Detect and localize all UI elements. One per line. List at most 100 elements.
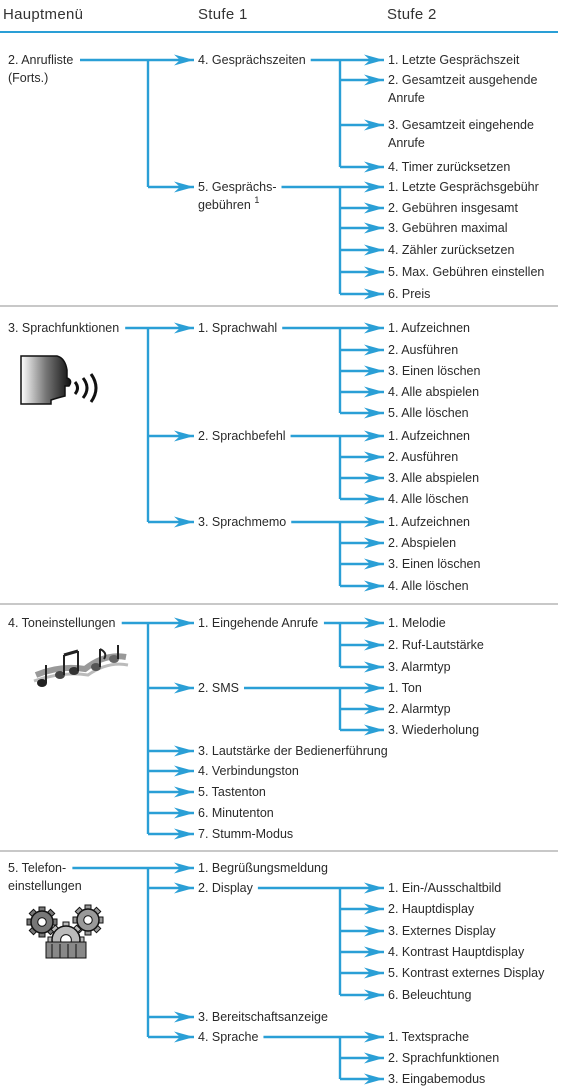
level2-item: 3. Externes Display — [388, 924, 496, 938]
column-header-level-2: Stufe 2 — [387, 6, 437, 23]
level1-item: 7. Stumm-Modus — [198, 827, 294, 841]
level2-item: 1. Aufzeichnen — [388, 429, 471, 443]
level2-item: 1. Aufzeichnen — [388, 321, 471, 335]
level2-item: 1. Aufzeichnen — [388, 515, 471, 529]
level2-item: 5. Max. Gebühren einstellen — [388, 265, 545, 279]
level2-arrow-head — [364, 430, 384, 442]
level2-item: 2. Ruf-Lautstärke — [388, 638, 484, 652]
header-rule — [0, 31, 558, 33]
level2-item: 3. Gebühren maximal — [388, 221, 508, 235]
section-separator — [0, 850, 558, 852]
level2-item: 3. Alarmtyp — [388, 660, 451, 674]
level1-item: 3. Lautstärke der Bedienerführung — [198, 744, 388, 758]
level2-arrow-head — [364, 580, 384, 592]
main-menu-item: 4. Toneinstellungen — [8, 616, 116, 630]
level2-arrow-head — [364, 493, 384, 505]
level2-arrow-head — [364, 925, 384, 937]
level2-item: 3. Einen löschen — [388, 364, 481, 378]
level2-item: 1. Textsprache — [388, 1030, 470, 1044]
footnote-marker: 1 — [254, 195, 260, 205]
level2-item: 4. Alle löschen — [388, 579, 469, 593]
level1-item: 5. Tastenton — [198, 785, 266, 799]
level2-arrow-head — [364, 451, 384, 463]
level2-arrow-head — [364, 161, 384, 173]
main-menu-item: 3. Sprachfunktionen — [8, 321, 120, 335]
level1-item: 1. Begrüßungsmeldung — [198, 861, 328, 875]
level2-arrow-head — [364, 266, 384, 278]
level2-item: 2. Ausführen — [388, 343, 459, 357]
level2-arrow-head — [364, 407, 384, 419]
level2-item: 2. Abspielen — [388, 536, 457, 550]
level2-arrow-head — [364, 617, 384, 629]
level2-item: 3. Alle abspielen — [388, 471, 480, 485]
level2-arrow-head — [364, 537, 384, 549]
level2-arrow-head — [364, 1073, 384, 1085]
main-menu-item-line-1: 2. Anrufliste — [8, 53, 74, 67]
level2-item: 4. Alle löschen — [388, 492, 469, 506]
level2-arrow-head — [364, 516, 384, 528]
level2-item: 3. Einen löschen — [388, 557, 481, 571]
level2-item: 5. Kontrast externes Display — [388, 966, 545, 980]
level1-item: 3. Bereitschaftsanzeige — [198, 1010, 328, 1024]
level1-arrow-head — [174, 745, 194, 757]
level2-item-line-2: Anrufe — [388, 136, 425, 150]
level1-arrow-head — [174, 430, 194, 442]
level1-item: 1. Sprachwahl — [198, 321, 278, 335]
level1-arrow-head — [174, 516, 194, 528]
level2-item-line-1: 3. Gesamtzeit eingehende — [388, 118, 534, 132]
level2-item: 2. Ausführen — [388, 450, 459, 464]
level2-arrow-head — [364, 558, 384, 570]
level2-item: 2. Alarmtyp — [388, 702, 451, 716]
level1-item: 4. Verbindungston — [198, 764, 299, 778]
column-header-level-1: Stufe 1 — [198, 6, 248, 23]
level2-arrow-head — [364, 703, 384, 715]
level2-arrow-head — [364, 882, 384, 894]
level2-arrow-head — [364, 639, 384, 651]
level1-arrow-head — [174, 617, 194, 629]
level1-item: 1. Eingehende Anrufe — [198, 616, 319, 630]
column-header-main-menu: Hauptmenü — [3, 6, 84, 23]
level2-arrow-head — [364, 365, 384, 377]
main-menu-item-line-2: (Forts.) — [8, 71, 49, 85]
level2-arrow-head — [364, 682, 384, 694]
level2-arrow-head — [364, 74, 384, 86]
level2-arrow-head — [364, 344, 384, 356]
level2-item-line-2: Anrufe — [388, 91, 425, 105]
level2-item: 4. Timer zurücksetzen — [388, 160, 511, 174]
level1-arrow-head — [174, 1031, 194, 1043]
level1-arrow-head — [174, 786, 194, 798]
voice-head-icon — [17, 352, 107, 413]
level1-item: 4. Sprache — [198, 1030, 259, 1044]
level2-item: 3. Eingabemodus — [388, 1072, 486, 1086]
level2-item: 6. Preis — [388, 287, 431, 301]
section-separator — [0, 603, 558, 605]
level2-item: 6. Beleuchtung — [388, 988, 472, 1002]
level2-arrow-head — [364, 989, 384, 1001]
level2-item: 4. Alle abspielen — [388, 385, 480, 399]
level2-item: 4. Zähler zurücksetzen — [388, 243, 515, 257]
gears-icon — [20, 900, 115, 967]
level2-arrow-head — [364, 54, 384, 66]
level2-arrow-head — [364, 181, 384, 193]
level2-arrow-head — [364, 903, 384, 915]
level2-item: 2. Gebühren insgesamt — [388, 201, 518, 215]
level2-item: 3. Wiederholung — [388, 723, 480, 737]
level2-arrow-head — [364, 1031, 384, 1043]
level1-arrow-head — [174, 322, 194, 334]
level2-arrow-head — [364, 322, 384, 334]
level2-item: 2. Hauptdisplay — [388, 902, 475, 916]
level2-arrow-head — [364, 386, 384, 398]
level2-arrow-head — [364, 967, 384, 979]
level1-item: 2. Display — [198, 881, 253, 895]
level1-arrow-head — [174, 1011, 194, 1023]
level1-arrow-head — [174, 862, 194, 874]
level2-arrow-head — [364, 661, 384, 673]
level1-item: 3. Sprachmemo — [198, 515, 287, 529]
level2-item: 2. Sprachfunktionen — [388, 1051, 500, 1065]
level2-item: 1. Ton — [388, 681, 422, 695]
level2-item: 1. Ein-/Ausschaltbild — [388, 881, 502, 895]
level1-arrow-head — [174, 682, 194, 694]
music-notes-icon — [30, 645, 130, 698]
level1-arrow-head — [174, 54, 194, 66]
